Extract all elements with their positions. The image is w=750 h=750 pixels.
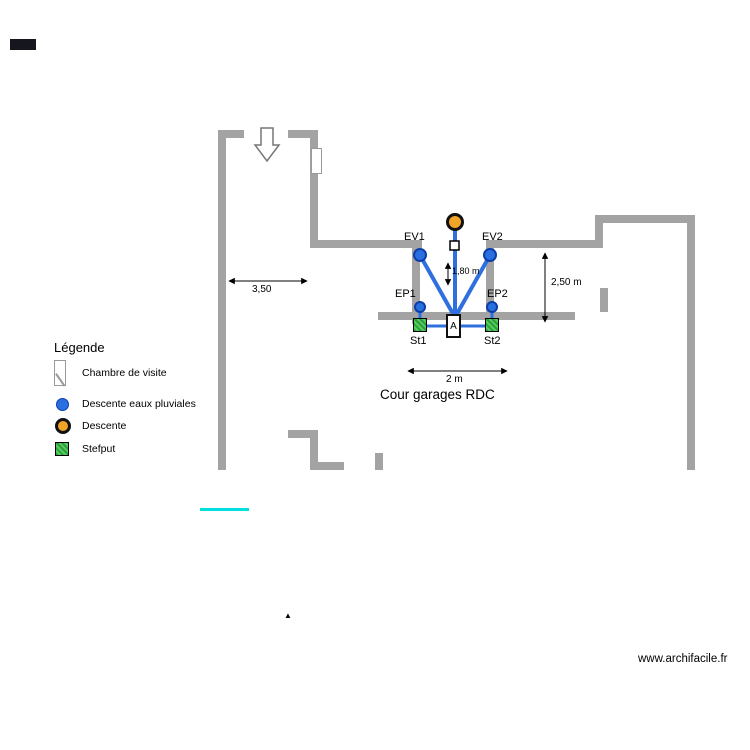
wall-segment — [494, 240, 600, 248]
wall-segment — [218, 130, 244, 138]
st1-label: St1 — [410, 335, 427, 347]
ep2-label: EP2 — [487, 288, 508, 300]
wall-segment — [375, 453, 383, 470]
highlight-line — [200, 508, 249, 511]
chamber-icon-mark — [55, 373, 66, 387]
rain-downpipe-ev1-symbol[interactable] — [413, 248, 427, 262]
wall-segment — [318, 462, 344, 470]
sump-st2-symbol[interactable] — [485, 318, 499, 332]
downpipe-symbol[interactable] — [446, 213, 464, 231]
downpipe-icon — [55, 418, 71, 434]
rain-downpipe-icon — [56, 398, 69, 411]
dimension-bottom-label: 2 m — [446, 374, 463, 385]
wall-segment — [310, 130, 318, 248]
rain-downpipe-ep2-symbol[interactable] — [486, 301, 498, 313]
wall-segment — [412, 240, 420, 324]
wall-segment — [600, 288, 608, 312]
pipe-connector — [449, 240, 460, 251]
legend-item-rain-downpipe: Descente eaux pluviales — [82, 398, 196, 410]
wall-segment — [310, 240, 422, 248]
wall-segment — [378, 312, 575, 320]
wall-segment — [288, 130, 318, 138]
dimension-left-label: 3,50 — [252, 284, 272, 295]
door-opening — [311, 148, 322, 174]
rain-downpipe-ev2-symbol[interactable] — [483, 248, 497, 262]
wall-segment — [310, 430, 318, 470]
ev2-label: EV2 — [482, 231, 503, 243]
legend-item-downpipe: Descente — [82, 420, 127, 432]
wall-segment — [595, 215, 695, 223]
pipe — [419, 255, 454, 314]
rain-downpipe-ep1-symbol[interactable] — [414, 301, 426, 313]
ep1-label: EP1 — [395, 288, 416, 300]
sump-st1-symbol[interactable] — [413, 318, 427, 332]
wall-segment — [687, 215, 695, 470]
ev1-label: EV1 — [404, 231, 425, 243]
entrance-arrow-icon — [253, 127, 281, 163]
sump-icon — [55, 442, 69, 456]
st2-label: St2 — [484, 335, 501, 347]
dimension-right-label: 2,50 m — [551, 277, 582, 288]
screen-artifact — [10, 39, 36, 50]
dimension-pipe-label: 1,80 m — [452, 266, 480, 276]
wall-segment — [595, 215, 603, 248]
plan-title: Cour garages RDC — [380, 387, 495, 402]
legend-item-chamber: Chambre de visite — [82, 367, 167, 379]
visit-chamber-symbol[interactable]: A — [446, 314, 461, 338]
wall-segment — [218, 130, 226, 470]
wall-segment — [288, 430, 318, 438]
watermark-link[interactable]: www.archifacile.fr — [638, 653, 728, 665]
triangle-marker: ▲ — [284, 611, 292, 620]
chamber-icon — [54, 360, 66, 387]
legend-title: Légende — [54, 340, 105, 355]
legend-item-sump: Stefput — [82, 443, 116, 455]
